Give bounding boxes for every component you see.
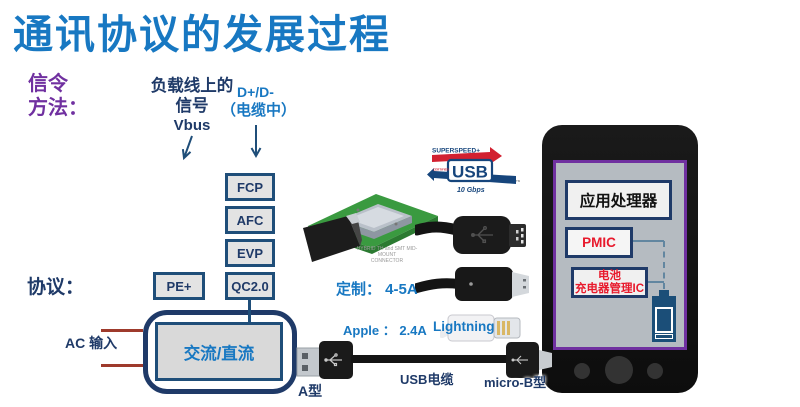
phone-button-right (647, 363, 663, 379)
ac-line-top (101, 329, 143, 332)
acdc-box: 交流/直流 (155, 322, 283, 381)
phone-home-button (605, 356, 633, 384)
vbus-label-group: 负载线上的 信号 Vbus (150, 77, 234, 134)
usb-superspeed-logo: SUPERSPEED+ CERTIFIED USB 10 Gbps TM (427, 147, 520, 194)
dplus-dminus-label: D+/D- (237, 84, 274, 100)
phone-button-left (574, 363, 590, 379)
lightning-label: Lightning (433, 319, 495, 334)
battery-mgmt-box: 电池 充电器管理IC (571, 267, 648, 298)
app-processor-box: 应用处理器 (565, 180, 672, 220)
protocol-label: 协议： (27, 277, 85, 298)
svg-text:SUPERSPEED+: SUPERSPEED+ (432, 148, 480, 155)
ac-line-bottom (101, 364, 143, 367)
usb-c-cable-photo (415, 216, 526, 254)
battery-icon-nub (659, 290, 669, 297)
protocol-box-evp: EVP (225, 239, 275, 267)
type-a-label: A型 (298, 383, 323, 399)
protocol-box-afc: AFC (225, 206, 275, 234)
micro-b-cable-photo (415, 267, 529, 301)
pmic-box: PMIC (565, 227, 633, 258)
lightning-cable-photo (440, 314, 521, 342)
micro-b-label: micro-B型 (484, 375, 547, 390)
usb-c-connector-3d (303, 194, 438, 262)
protocol-box-pe: PE+ (153, 272, 205, 300)
svg-text:TM: TM (516, 179, 520, 183)
svg-text:USB: USB (452, 163, 488, 182)
protocol-box-qc20: QC2.0 (225, 272, 275, 300)
usb-cable-label: USB电缆 (400, 372, 454, 387)
svg-text:10 Gbps: 10 Gbps (457, 187, 485, 194)
page-title: 通讯协议的发展过程 (13, 13, 391, 57)
cable-mid-label: （电缆中） (221, 102, 297, 119)
svg-text:CERTIFIED: CERTIFIED (433, 168, 450, 172)
usb-a-microb-cable-photo (296, 341, 552, 379)
custom-current-label: 定制： 4-5A (336, 281, 418, 298)
connector-line-qc-acdc (248, 297, 251, 323)
apple-current-label: Apple ： 2.4A (343, 323, 427, 338)
connector-caption: HYBRID TH and SMT MID-MOUNT CONNECTOR (356, 246, 418, 264)
signaling-method-label: 信令 方法： (28, 73, 88, 119)
arrows (181, 125, 262, 161)
battmgmt-connector-line (648, 281, 664, 283)
battery-icon (652, 296, 676, 342)
dashed-connector-line (663, 241, 665, 289)
protocol-box-fcp: FCP (225, 173, 275, 201)
ac-input-label: AC 输入 (65, 335, 118, 351)
pmic-connector-line (633, 240, 664, 242)
